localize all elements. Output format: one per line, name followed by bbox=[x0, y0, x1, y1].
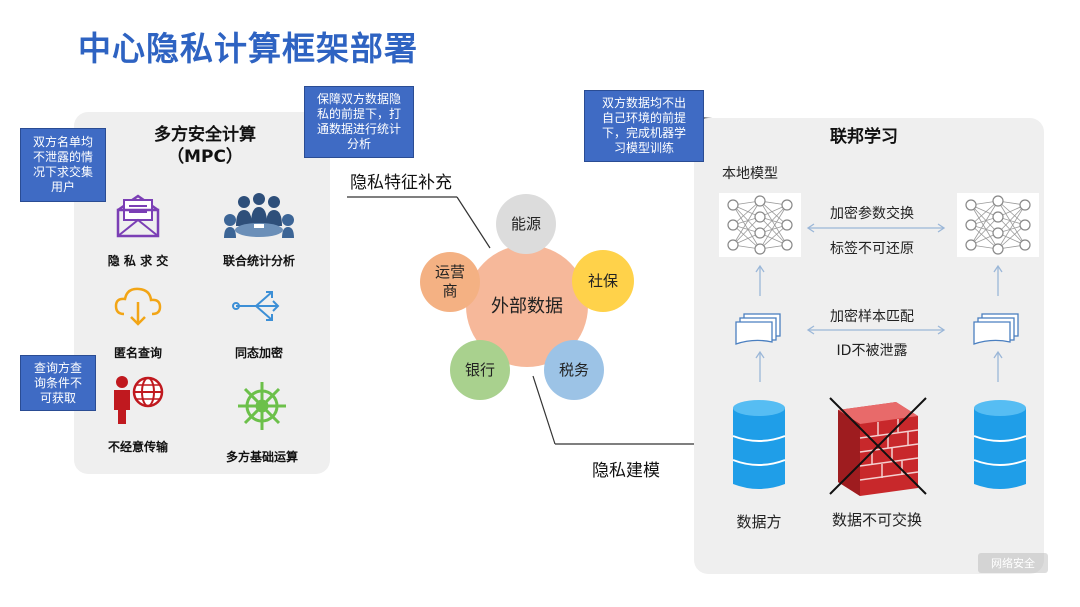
neural-net-icon bbox=[727, 195, 793, 255]
tool-anon-query-label: 匿名查询 bbox=[113, 346, 162, 360]
id-no-leak-label: ID不被泄露 bbox=[836, 343, 908, 359]
tool-joint-stats[interactable]: 联合统计分析 bbox=[214, 190, 304, 270]
tool-homomorphic[interactable]: 同态加密 bbox=[214, 282, 304, 360]
callout-psi-text: 双方名单均 不泄露的情 况下求交集 用户 bbox=[32, 135, 93, 194]
local-model-label: 本地模型 bbox=[722, 166, 778, 182]
person-globe-icon bbox=[114, 376, 164, 424]
tool-oblivious-transfer-label: 不经意传输 bbox=[107, 440, 168, 454]
share-arrows-icon bbox=[232, 291, 280, 321]
database-icon bbox=[973, 400, 1027, 489]
watermark: 网络安全 bbox=[978, 553, 1048, 573]
tool-homomorphic-label: 同态加密 bbox=[234, 346, 283, 360]
document-stack-icon bbox=[735, 313, 781, 345]
database-icon bbox=[732, 400, 786, 489]
tool-joint-stats-label: 联合统计分析 bbox=[222, 254, 295, 268]
node-energy[interactable]: 能源 bbox=[496, 194, 556, 254]
sample-match-label: 加密样本匹配 bbox=[830, 309, 914, 325]
tool-anon-query[interactable]: 匿名查询 bbox=[100, 282, 176, 360]
tool-psi[interactable]: 隐 私 求 交 bbox=[100, 190, 176, 270]
line-feature-diag bbox=[456, 196, 491, 249]
node-social-security[interactable]: 社保 bbox=[572, 250, 634, 312]
no-exchange-label: 数据不可交换 bbox=[831, 511, 922, 529]
tool-oblivious-transfer[interactable]: 不经意传输 bbox=[100, 372, 188, 458]
cross-line-2 bbox=[829, 397, 927, 495]
node-bank[interactable]: 银行 bbox=[450, 340, 510, 400]
neural-net-icon bbox=[965, 195, 1031, 255]
modeling-label: 隐私建模 bbox=[592, 461, 660, 481]
callout-stats: 保障双方数据隐 私的前提下，打 通数据进行统计 分析 bbox=[304, 86, 414, 158]
tool-basic-ops-label: 多方基础运算 bbox=[225, 450, 298, 464]
callout-fl-text: 双方数据均不出 自己环境的前提 下，完成机器学 习模型训练 bbox=[601, 96, 686, 155]
helm-wheel-icon bbox=[238, 382, 286, 430]
tool-psi-label: 隐 私 求 交 bbox=[107, 254, 169, 268]
envelope-icon bbox=[116, 194, 160, 238]
tool-basic-ops[interactable]: 多方基础运算 bbox=[214, 380, 310, 464]
fl-heading: 联邦学习 bbox=[830, 127, 898, 147]
callout-query: 查询方查 询条件不 可获取 bbox=[20, 355, 96, 411]
line-modeling-diag bbox=[532, 375, 556, 445]
node-telecom[interactable]: 运营 商 bbox=[420, 252, 480, 312]
mpc-heading: 多方安全计算 （MPC） bbox=[154, 125, 256, 167]
data-party-label: 数据方 bbox=[736, 513, 782, 531]
page-title: 中心隐私计算框架部署 bbox=[78, 29, 418, 68]
callout-psi: 双方名单均 不泄露的情 况下求交集 用户 bbox=[20, 128, 106, 202]
label-irreversible-label: 标签不可还原 bbox=[830, 241, 914, 257]
callout-stats-text: 保障双方数据隐 私的前提下，打 通数据进行统计 分析 bbox=[316, 92, 401, 151]
param-exchange-label: 加密参数交换 bbox=[830, 206, 914, 222]
meeting-icon bbox=[224, 193, 294, 238]
mpc-panel bbox=[74, 112, 330, 474]
cloud-download-icon bbox=[114, 287, 162, 326]
document-stack-icon bbox=[973, 313, 1019, 345]
watermark-text: 网络安全 bbox=[991, 557, 1035, 570]
node-tax[interactable]: 税务 bbox=[544, 340, 604, 400]
nn-box-right bbox=[957, 193, 1039, 257]
feature-label: 隐私特征补充 bbox=[350, 173, 452, 193]
callout-fl: 双方数据均不出 自己环境的前提 下，完成机器学 习模型训练 bbox=[584, 90, 704, 162]
callout-query-text: 查询方查 询条件不 可获取 bbox=[33, 360, 82, 405]
firewall-icon bbox=[829, 397, 927, 496]
nn-box-left bbox=[719, 193, 801, 257]
